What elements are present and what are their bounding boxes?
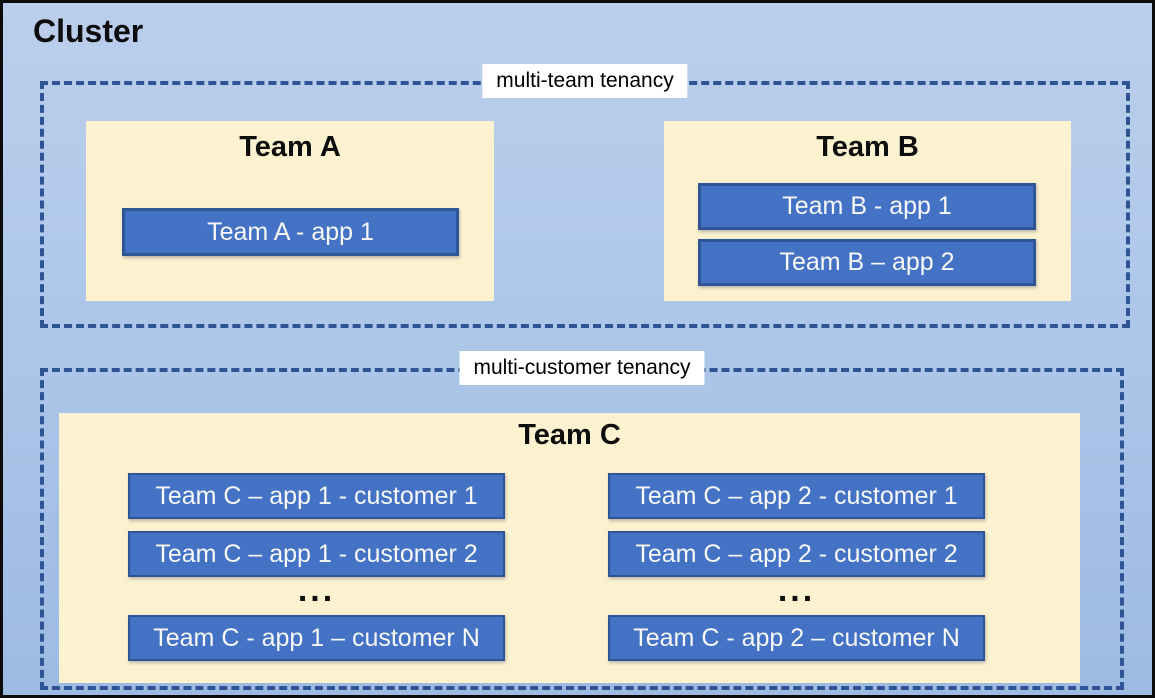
team-c-app1-customer-1-box: Team C – app 1 - customer 1 <box>128 473 505 519</box>
multi-customer-tenancy-label: multi-customer tenancy <box>459 351 705 386</box>
multi-team-tenancy-group: multi-team tenancy Team A Team A - app 1… <box>40 64 1130 328</box>
team-c-app2-customer-1-box: Team C – app 2 - customer 1 <box>608 473 985 519</box>
team-c-app1-ellipsis: ... <box>297 571 336 609</box>
team-c-app2-customer-n-box: Team C - app 2 – customer N <box>608 615 985 661</box>
team-b-app-1-box: Team B - app 1 <box>698 183 1036 230</box>
team-b-panel: Team B Team B - app 1 Team B – app 2 <box>664 121 1071 301</box>
multi-customer-tenancy-group: multi-customer tenancy Team C Team C – a… <box>40 351 1124 690</box>
cluster-title: Cluster <box>33 13 144 49</box>
team-c-app1-customer-2-box: Team C – app 1 - customer 2 <box>128 531 505 577</box>
team-c-app2-customer-2-box: Team C – app 2 - customer 2 <box>608 531 985 577</box>
team-a-panel: Team A Team A - app 1 <box>86 121 494 301</box>
team-b-app-2-box: Team B – app 2 <box>698 239 1036 286</box>
team-c-panel: Team C Team C – app 1 - customer 1 Team … <box>59 413 1080 683</box>
team-a-app-1-box: Team A - app 1 <box>122 208 459 256</box>
team-c-app2-ellipsis: ... <box>777 571 816 609</box>
team-c-title: Team C <box>518 419 621 451</box>
team-c-app1-customer-n-box: Team C - app 1 – customer N <box>128 615 505 661</box>
team-a-title: Team A <box>239 131 341 163</box>
multi-team-tenancy-label: multi-team tenancy <box>482 64 688 99</box>
team-b-title: Team B <box>816 131 919 163</box>
